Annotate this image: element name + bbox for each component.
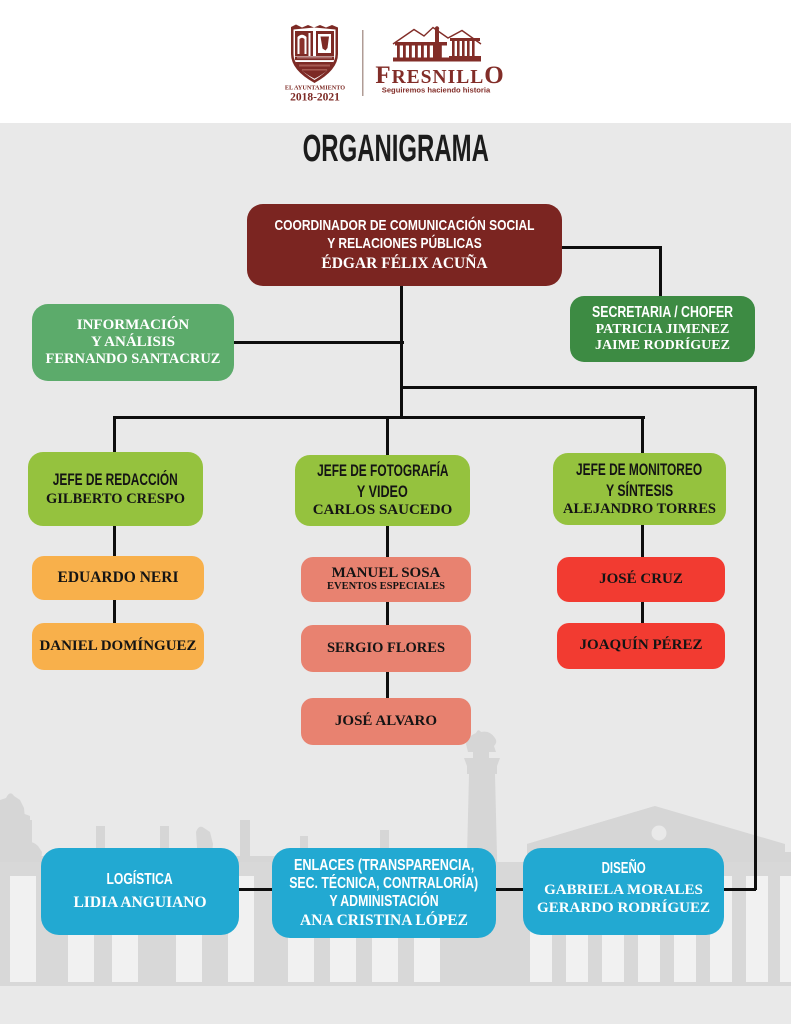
svg-text:FRESNILLO: FRESNILLO — [375, 62, 504, 89]
svg-text:2018-2021: 2018-2021 — [290, 92, 340, 104]
svg-text:Seguiremos haciendo historia: Seguiremos haciendo historia — [382, 86, 491, 95]
svg-text:EL AYUNTAMIENTO: EL AYUNTAMIENTO — [285, 85, 345, 92]
